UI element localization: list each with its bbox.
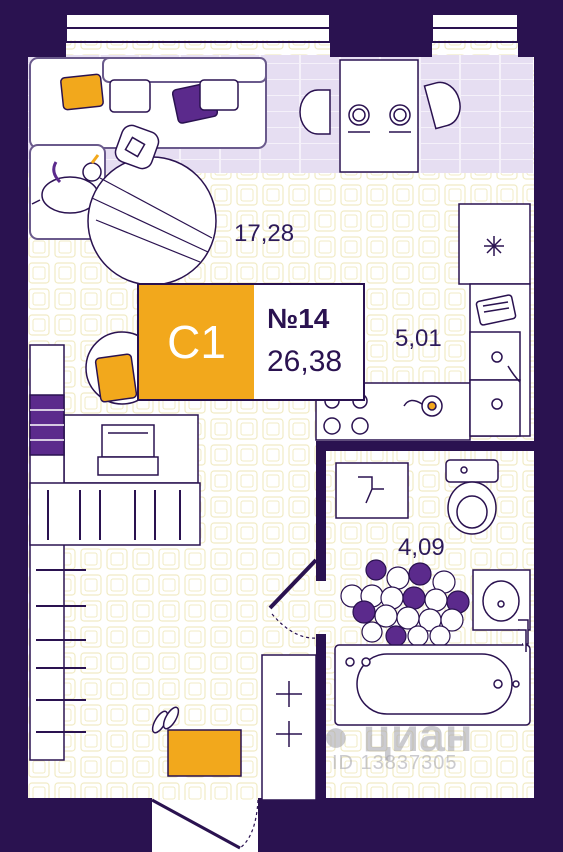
pillows	[60, 73, 239, 124]
bath-mat	[340, 559, 470, 647]
door-mat	[151, 706, 242, 777]
living-room-area: 17,28	[234, 220, 295, 247]
bathroom-area: 4,09	[398, 534, 445, 561]
watermark-brand-text: циан	[362, 709, 473, 761]
watermark-id: ID 13837305	[332, 752, 458, 774]
washing-machine	[335, 462, 409, 519]
hangers	[36, 490, 181, 733]
toilet	[445, 459, 499, 535]
rug-lines	[91, 177, 213, 263]
kitchen-details	[323, 236, 521, 435]
bathroom-door	[268, 558, 319, 639]
apartment-total-area: 26,38	[267, 345, 343, 378]
kitchen-area: 5,01	[395, 325, 442, 352]
entrance-door	[151, 798, 241, 850]
dining-set	[299, 59, 461, 173]
shoe-cabinet	[261, 654, 317, 801]
unicorn-toy	[31, 154, 102, 214]
windows	[65, 13, 519, 43]
watermark-pin-icon: ●	[322, 709, 350, 761]
watermark-brand: ● циан	[322, 708, 473, 762]
round-rug	[87, 156, 217, 286]
apartment-number: №14	[267, 303, 330, 334]
desk	[63, 414, 199, 484]
apartment-badge: С1 №14 26,38	[137, 283, 365, 401]
wardrobe	[29, 344, 201, 761]
bathtub	[334, 629, 531, 726]
side-table	[114, 124, 160, 170]
apartment-type: С1	[139, 285, 254, 399]
door-arc	[239, 799, 259, 849]
